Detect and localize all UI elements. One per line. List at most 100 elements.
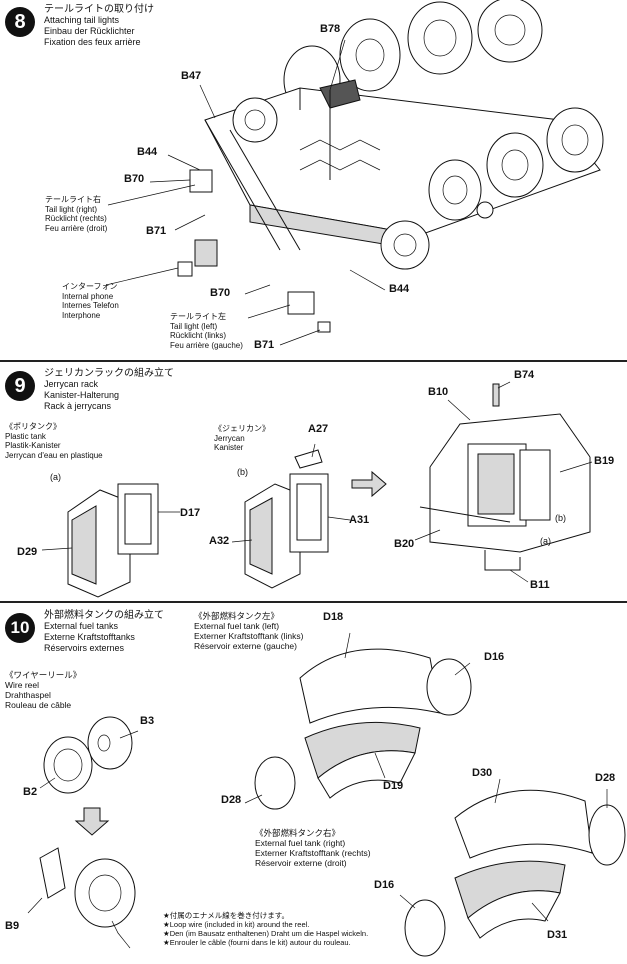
divider-8-9 [0,360,627,362]
step-8-title: テールライトの取り付け Attaching tail lights Einbau… [44,4,154,48]
wire-de: Drahthaspel [5,690,51,700]
plastic-tank-assembly [41,483,180,598]
part-d16-upper: D16 [484,651,505,663]
part-b19: B19 [594,455,615,467]
step-8-illustration [105,0,604,346]
part-b47: B47 [181,70,202,82]
tank-left-de: Externer Kraftstofftank (links) [194,631,304,641]
tail-left-jp: テールライト左 [170,312,226,321]
jerry-en: Jerrycan [214,433,245,443]
tank-right-jp: 《外部燃料タンク右》 [255,828,341,838]
part-b20: B20 [394,538,415,550]
interphone-fr: Interphone [62,310,101,320]
drive-sprockets [232,97,430,270]
poly-jp: 《ポリタンク》 [5,422,61,431]
poly-en: Plastic tank [5,431,46,441]
interphone-de: Internes Telefon [62,301,119,310]
part-d28-right: D28 [595,772,616,784]
wire-en: Wire reel [5,680,40,690]
step-9-section: 9 ジェリカンラックの組み立て Jerrycan rack Kanister-H… [0,362,627,600]
part-d16-lower: D16 [374,879,395,891]
part-d19: D19 [383,780,404,792]
step-8-number: 8 [5,7,35,37]
sub-label-b: (b) [237,467,248,477]
tail-right-de: Rücklicht (rechts) [45,214,107,223]
tail-left-fr: Feu arrière (gauche) [170,340,243,350]
wire-note: ★付属のエナメル線を巻き付けます。 ★Loop wire (included i… [163,911,368,947]
step-8-title-jp: テールライトの取り付け [44,4,154,15]
note-de: ★Den (im Bausatz enthaltenen) Draht um d… [163,929,369,938]
jerry-jp: 《ジェリカン》 [214,424,270,433]
step-10-title-en: External fuel tanks [44,621,119,631]
jerrycan-label: 《ジェリカン》 Jerrycan Kanister [214,424,270,453]
part-b44-lower: B44 [389,283,410,295]
jerrycan-assembly [231,443,351,589]
tail-light-right-label: テールライト右 Tail light (right) Rücklicht (re… [45,195,107,233]
step-9-title-en: Jerrycan rack [44,379,99,389]
tank-left-en: External fuel tank (left) [194,621,280,631]
note-fr: ★Enrouler le câble (fourni dans le kit) … [163,938,351,947]
step-10-title-jp: 外部燃料タンクの組み立て [44,610,164,621]
rack-label-b: (b) [555,513,566,523]
step-10-title-de: Externe Kraftstofftanks [44,632,135,642]
wire-jp: 《ワイヤーリール》 [5,670,82,680]
part-b2: B2 [23,786,38,798]
part-d29: D29 [17,546,38,558]
interphone-label: インターフォン Internal phone Internes Telefon … [62,282,119,320]
tank-left-jp: 《外部燃料タンク左》 [194,611,280,621]
step-10-illustration [27,632,626,957]
step-8-section: 8 テールライトの取り付け Attaching tail lights Einb… [0,0,627,358]
part-a27: A27 [308,423,329,435]
part-b71-upper: B71 [146,225,167,237]
part-a32: A32 [209,535,230,547]
tail-left-en: Tail light (left) [170,321,218,331]
road-wheels-lower [428,107,604,221]
step-9-title: ジェリカンラックの組み立て Jerrycan rack Kanister-Hal… [44,368,174,412]
step-8-leaders [105,39,386,346]
part-a31: A31 [349,514,370,526]
step-10-number: 10 [5,613,35,643]
jerrycan-rack-assembly [414,381,593,583]
part-b3: B3 [140,715,155,727]
part-b10: B10 [428,386,449,398]
fuel-tank-right [399,778,626,957]
tail-right-fr: Feu arrière (droit) [45,223,108,233]
tail-light-left-label: テールライト左 Tail light (left) Rücklicht (lin… [170,312,243,350]
sub-label-a: (a) [50,472,61,482]
part-b70-upper: B70 [124,173,145,185]
step-9-title-jp: ジェリカンラックの組み立て [44,368,174,379]
step-10-title-fr: Réservoirs externes [44,643,125,653]
step-8-title-fr: Fixation des feux arrière [44,37,141,47]
rack-label-a: (a) [540,536,551,546]
fuel-tank-left [244,632,472,810]
tank-left-label: 《外部燃料タンク左》 External fuel tank (left) Ext… [194,611,303,651]
part-b11: B11 [530,579,550,591]
part-b9: B9 [5,920,20,932]
interphone-en: Internal phone [62,291,114,301]
tail-right-en: Tail light (right) [45,204,98,214]
tank-right-de: Externer Kraftstofftank (rechts) [255,848,371,858]
tail-right-jp: テールライト右 [45,195,101,204]
step-10-section: 10 外部燃料タンクの組み立て External fuel tanks Exte… [0,603,627,964]
step-8-title-en: Attaching tail lights [44,15,120,25]
hull-rear [204,79,601,251]
part-d31: D31 [547,929,568,941]
tail-left-de: Rücklicht (links) [170,331,227,340]
part-d28-left: D28 [221,794,242,806]
wire-reel [27,716,139,949]
step-9-number: 9 [5,371,35,401]
divider-9-10 [0,601,627,603]
step-9-title-de: Kanister-Halterung [44,390,120,400]
poly-fr: Jerrycan d'eau en plastique [5,450,103,460]
tank-right-fr: Réservoir externe (droit) [255,858,347,868]
part-d17: D17 [180,507,201,519]
tank-right-label: 《外部燃料タンク右》 External fuel tank (right) Ex… [255,828,371,868]
wire-fr: Rouleau de câble [5,700,72,710]
step-10-title: 外部燃料タンクの組み立て External fuel tanks Externe… [44,610,164,654]
part-b78: B78 [320,23,341,35]
part-d30: D30 [472,767,493,779]
interphone-jp: インターフォン [62,282,118,291]
step-9-illustration [41,381,593,598]
tank-left-fr: Réservoir externe (gauche) [194,641,297,651]
tank-right-en: External fuel tank (right) [255,838,346,848]
